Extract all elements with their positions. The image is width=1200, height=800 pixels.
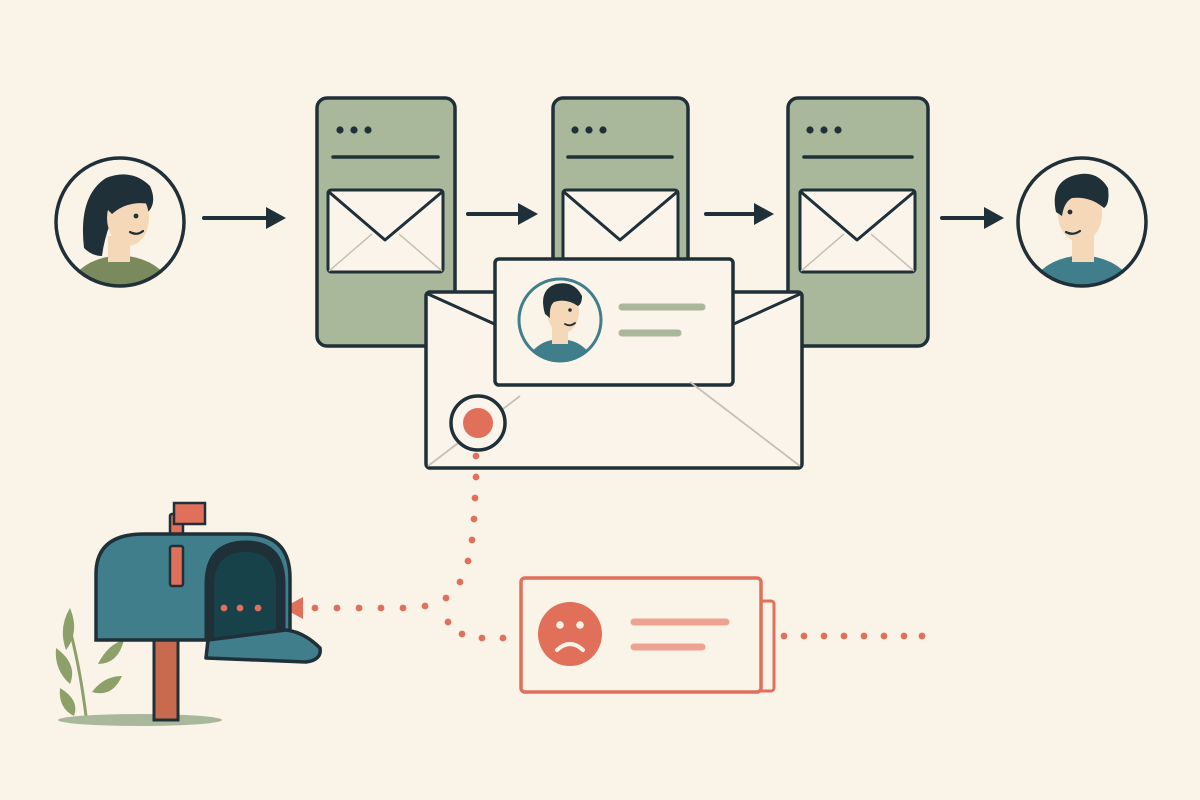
bounce-error-card xyxy=(519,576,776,694)
arrow-server-3-to-recipient xyxy=(940,207,1004,229)
envelope-icon xyxy=(326,188,445,274)
arrow-sender-to-server-1 xyxy=(202,207,286,229)
sad-face-icon xyxy=(538,602,602,666)
recipient-avatar-icon xyxy=(1016,156,1148,288)
plant-icon xyxy=(55,608,222,726)
mail-server-3 xyxy=(786,96,930,348)
card-avatar-icon xyxy=(517,277,603,363)
arrow-server-2-to-server-3 xyxy=(704,203,774,225)
open-envelope xyxy=(424,257,804,470)
bounce-arrow-head xyxy=(283,597,303,619)
arrow-server-1-to-server-2 xyxy=(466,203,538,225)
sender-info-card xyxy=(493,257,735,387)
mail-server-1 xyxy=(315,96,457,348)
sender-avatar-icon xyxy=(54,156,186,288)
error-seal-icon xyxy=(449,394,507,452)
bounce-path xyxy=(220,452,926,642)
envelope-icon xyxy=(798,188,917,274)
mailbox-icon xyxy=(94,501,322,722)
